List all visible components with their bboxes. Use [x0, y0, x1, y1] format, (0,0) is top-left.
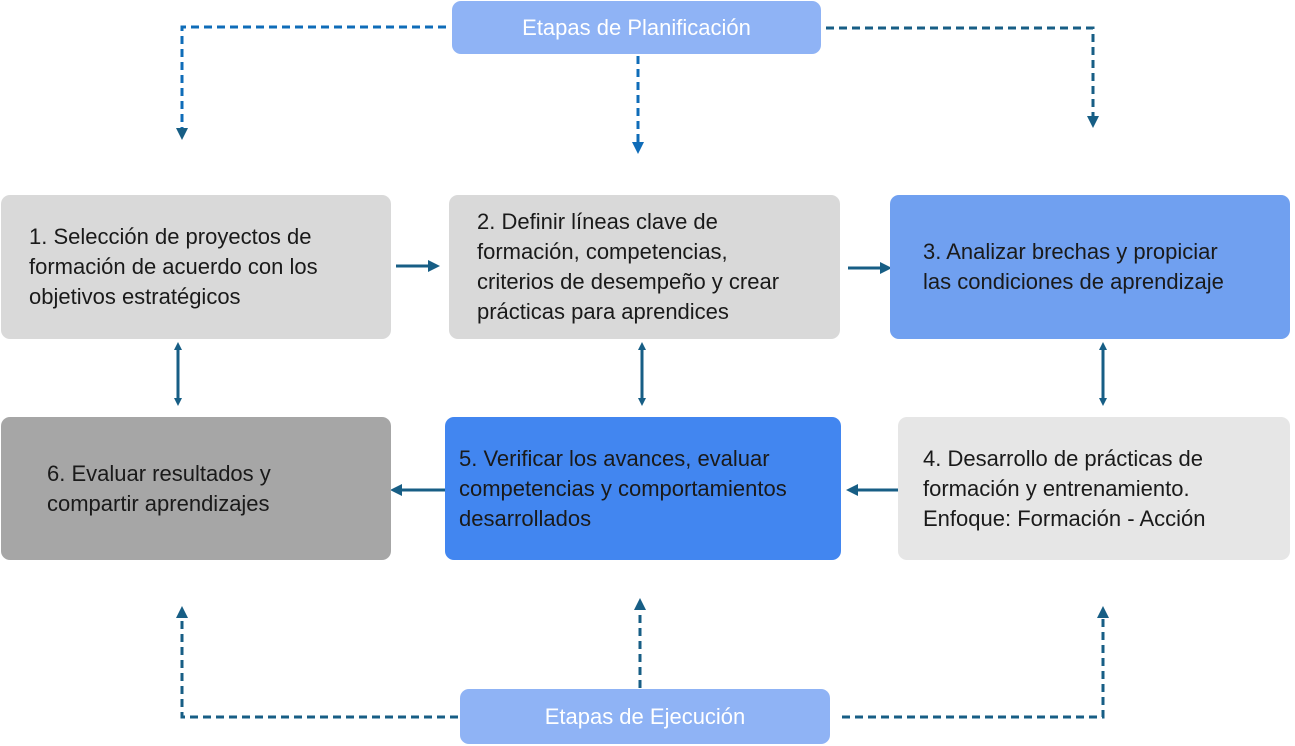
step-1-box: 1. Selección de proyectos de formación d…: [1, 195, 391, 339]
execution-stages-label: Etapas de Ejecución: [544, 703, 746, 729]
step-4-text: 4. Desarrollo de prácticas de formación …: [923, 445, 1206, 531]
step-5-box: 5. Verificar los avances, evaluar compet…: [445, 417, 841, 560]
execution-connector-left: [176, 606, 458, 719]
execution-stages-header: Etapas de Ejecución: [460, 689, 830, 744]
execution-connector-right: [842, 606, 1109, 719]
planning-connector-left: [176, 25, 446, 140]
step-1-text: 1. Selección de proyectos de formación d…: [29, 224, 318, 309]
step-6-text: 6. Evaluar resultados y compartir aprend…: [47, 460, 271, 516]
planning-stages-header: Etapas de Planificación: [452, 1, 821, 54]
step-3-box: 3. Analizar brechas y propiciar las cond…: [890, 195, 1290, 339]
step-6-box: 6. Evaluar resultados y compartir aprend…: [1, 417, 391, 560]
step-2-text: 2. Definir líneas clave de formación, co…: [477, 209, 780, 324]
step-4-box: 4. Desarrollo de prácticas de formación …: [898, 417, 1290, 560]
step-2-box: 2. Definir líneas clave de formación, co…: [449, 195, 840, 339]
planning-connector-right: [826, 26, 1099, 128]
step-3-text: 3. Analizar brechas y propiciar las cond…: [923, 239, 1224, 294]
planning-stages-label: Etapas de Planificación: [522, 14, 751, 40]
step-5-text: 5. Verificar los avances, evaluar compet…: [459, 445, 787, 531]
